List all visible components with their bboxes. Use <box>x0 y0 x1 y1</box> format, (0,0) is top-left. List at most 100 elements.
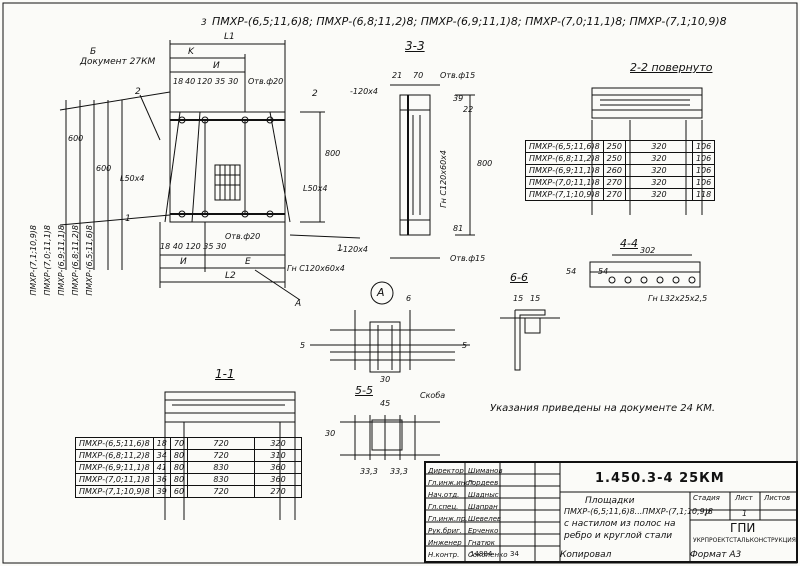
side-label-4: ПМХР-(6,8;11,2)8 <box>71 225 80 296</box>
angle-l50b: L50х4 <box>303 184 328 193</box>
dim-21-top: 21 <box>392 71 403 80</box>
view-a <box>310 281 470 373</box>
name: Гнатюк <box>468 539 495 547</box>
page-number: 34 <box>510 550 519 558</box>
dim-35: 35 <box>215 77 226 86</box>
cell: ПМХР-(6,9;11,1)8 <box>525 164 604 177</box>
note-hole20-bottom: Отв.ф20 <box>225 232 261 241</box>
title-roles: Директор Гл.инж.инст. Нач.отд. Гл.спец. … <box>428 465 476 561</box>
note-hole15-top: Отв.ф15 <box>440 71 476 80</box>
role: Инженер <box>428 539 462 547</box>
paper-format: Формат А3 <box>690 550 742 560</box>
dim-39: 39 <box>453 94 464 103</box>
cell: 18 <box>152 437 171 450</box>
instructions-note: Указания приведены на документе 24 КМ. <box>490 403 716 414</box>
channel-bottom: Гн С120х60х4 <box>287 264 345 273</box>
section-3-3 <box>390 84 475 259</box>
note-hole15-bottom: Отв.ф15 <box>450 254 486 263</box>
role: Гл.инж.инст. <box>428 479 476 487</box>
dim-33-a: 33,3 <box>360 467 378 476</box>
inventory-number: 14884 <box>470 550 493 558</box>
cell: 320 <box>624 188 693 201</box>
dim-30: 30 <box>228 77 239 86</box>
cell: 270 <box>254 485 303 498</box>
doc-ref-27km: Документ 27КМ <box>80 57 156 67</box>
side-label-5: ПМХР-(6,5;11,6)8 <box>85 225 94 296</box>
title-line-2: ПМХР-(6,5;11,6)8...ПМХР-(7,1;10,9)8 <box>564 507 713 516</box>
cell: 320 <box>254 437 303 450</box>
sheet-value: 1 <box>742 509 748 518</box>
dim-800-main: 800 <box>325 149 341 158</box>
dim-600-a: 600 <box>68 134 84 143</box>
dim-30-55: 30 <box>325 429 336 438</box>
dim-18: 18 <box>173 77 184 86</box>
cell: 106 <box>691 140 716 153</box>
dim-54-right: 54 <box>598 267 609 276</box>
dim-800-33: 800 <box>477 159 493 168</box>
dim-l1: L1 <box>224 32 235 42</box>
cell: ПМХР-(6,9;11,1)8 <box>75 461 154 474</box>
cell: 720 <box>187 437 256 450</box>
angle-32: Гн L32х25х2,5 <box>648 294 708 303</box>
stage-header: Стадия <box>693 494 720 502</box>
cell: 80 <box>169 461 189 474</box>
cell: 310 <box>254 449 303 462</box>
section-mark-2: 2 <box>135 87 141 97</box>
section-4-4-title: 4-4 <box>620 237 638 250</box>
role: Н.контр. <box>428 551 460 559</box>
dim-i-bottom: И <box>180 257 187 267</box>
section-mark-5b: 5 <box>462 341 468 350</box>
name: Шадныс <box>468 491 499 499</box>
section-5-5 <box>340 415 440 460</box>
cell: 360 <box>254 461 303 474</box>
cell: ПМХР-(6,8;11,2)8 <box>525 152 604 165</box>
dim-600-b: 600 <box>96 164 112 173</box>
plate-120-top: -120х4 <box>350 87 378 96</box>
title-line-3: с настилом из полос на <box>564 519 676 529</box>
cell: 80 <box>169 449 189 462</box>
org-short: ГПИ <box>730 521 756 535</box>
name: Шапран <box>468 503 498 511</box>
cell: 830 <box>187 473 256 486</box>
role: Гл.инж.пр. <box>428 515 468 523</box>
view-a-title: A <box>377 286 385 299</box>
sheet-header: Лист <box>735 494 753 502</box>
cell: ПМХР-(7,0;11,1)8 <box>75 473 154 486</box>
section-6-6-title: 6-6 <box>510 271 528 284</box>
dim-54-66: 54 <box>566 267 577 276</box>
cell: 41 <box>152 461 171 474</box>
cell: 118 <box>691 188 716 201</box>
mark-b: Б <box>90 47 97 57</box>
cell: 250 <box>602 140 626 153</box>
cell: 260 <box>602 164 626 177</box>
cell: ПМХР-(7,1;10,9)8 <box>525 188 604 201</box>
cell: 270 <box>602 188 626 201</box>
main-view <box>59 40 361 301</box>
cell: 60 <box>169 485 189 498</box>
cell: ПМХР-(7,0;11,1)8 <box>525 176 604 189</box>
cell: ПМХР-(6,5;11,6)8 <box>525 140 604 153</box>
dim-i-top: И <box>213 61 220 71</box>
cell: 830 <box>187 461 256 474</box>
cell: 720 <box>187 449 256 462</box>
side-label-2: ПМХР-(7,0;11,1)8 <box>43 225 52 296</box>
org-name: УКРПРОЕКТСТАЛЬКОНСТРУКЦИЯ <box>693 537 796 544</box>
dim-22: 22 <box>463 105 474 114</box>
name: Шевелев <box>468 515 502 523</box>
sheets-header: Листов <box>764 494 791 502</box>
title-line-1: Площадки <box>585 496 635 506</box>
cell: 320 <box>624 140 693 153</box>
section-mark-5a: 5 <box>300 341 306 350</box>
dim-15a: 15 <box>513 294 524 303</box>
dim-e: E <box>245 257 251 267</box>
